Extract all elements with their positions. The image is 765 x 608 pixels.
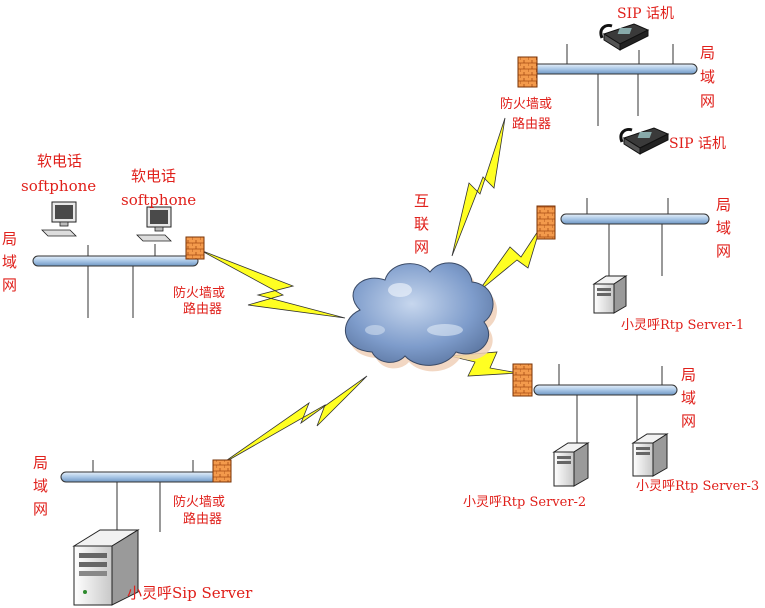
rtp-server-1-label: 小灵呼Rtp Server-1 [621, 318, 744, 333]
lan-left-label-2: 域 [2, 253, 17, 271]
firewall-top-right-label-2: 路由器 [512, 116, 551, 132]
softphone-1-label-cn: 软电话 [37, 152, 82, 170]
pc-icon [41, 201, 77, 237]
desk-phone-icon [619, 127, 670, 155]
internet-cloud-icon [345, 262, 498, 372]
lan-bus-lower-right [533, 384, 678, 396]
brick-firewall-icon [517, 56, 538, 88]
sip-server-label: 小灵呼Sip Server [127, 584, 253, 602]
lan-lower-right [533, 364, 678, 446]
internet-label-1: 互 [414, 192, 429, 210]
softphone-1-label-en: softphone [21, 177, 96, 195]
lan-left-label-3: 网 [2, 276, 17, 294]
desk-phone-icon [599, 23, 650, 51]
lightning-links [199, 117, 541, 466]
lan-bottom-left-label-2: 域 [33, 477, 48, 495]
lan-bottom-left-label-1: 局 [33, 454, 48, 472]
lan-bus-mid-right [560, 213, 710, 225]
lan-bottom-left-label-3: 网 [33, 500, 48, 518]
firewall-bottom-left-label-1: 防火墙或 [173, 494, 225, 510]
tower-server-icon [592, 275, 628, 314]
lan-mid-right-label-3: 网 [716, 242, 731, 260]
lan-top-right [530, 44, 698, 126]
brick-firewall-icon [512, 363, 533, 397]
lan-mid-right-label-1: 局 [716, 196, 731, 214]
lan-lower-right-label-2: 域 [681, 389, 696, 407]
brick-firewall-icon [212, 459, 232, 483]
lan-mid-right-label-2: 域 [716, 219, 731, 237]
brick-firewall-icon [185, 236, 205, 260]
sip-phone-1-label: SIP 话机 [617, 6, 674, 22]
lightning-link-left [199, 249, 346, 319]
lan-lower-right-label-1: 局 [681, 366, 696, 384]
softphone-2-label-cn: 软电话 [131, 167, 176, 185]
lightning-link-mid-right [477, 227, 541, 293]
tower-server-icon [552, 442, 590, 487]
firewall-top-right-label-1: 防火墙或 [500, 96, 552, 112]
rtp-server-3-label: 小灵呼Rtp Server-3 [636, 479, 759, 494]
internet-label-3: 网 [414, 238, 429, 256]
lan-top-right-label-1: 局 [700, 44, 715, 62]
rtp-server-2-label: 小灵呼Rtp Server-2 [463, 495, 586, 510]
lan-bus-bottom-left [60, 471, 227, 483]
lan-left [32, 244, 199, 318]
lan-top-right-label-2: 域 [700, 68, 715, 86]
lan-bus-left [32, 255, 199, 267]
lightning-link-bottom-left [219, 375, 368, 466]
lan-mid-right [560, 198, 710, 276]
lightning-link-top-right [451, 117, 506, 257]
brick-firewall-icon [536, 205, 556, 240]
tower-server-icon [631, 433, 669, 477]
lan-bus-top-right [530, 63, 698, 75]
sip-phone-2-label: SIP 话机 [669, 136, 726, 152]
internet-label-2: 联 [414, 215, 429, 233]
softphone-2-label-en: softphone [121, 191, 196, 209]
tower-server-icon [72, 529, 140, 606]
lan-lower-right-label-3: 网 [681, 412, 696, 430]
firewall-bottom-left-label-2: 路由器 [183, 511, 222, 527]
pc-icon [136, 206, 172, 242]
lan-top-right-label-3: 网 [700, 92, 715, 110]
firewall-left-label-2: 路由器 [183, 301, 222, 317]
firewall-left-label-1: 防火墙或 [173, 285, 225, 301]
lan-left-label-1: 局 [2, 230, 17, 248]
